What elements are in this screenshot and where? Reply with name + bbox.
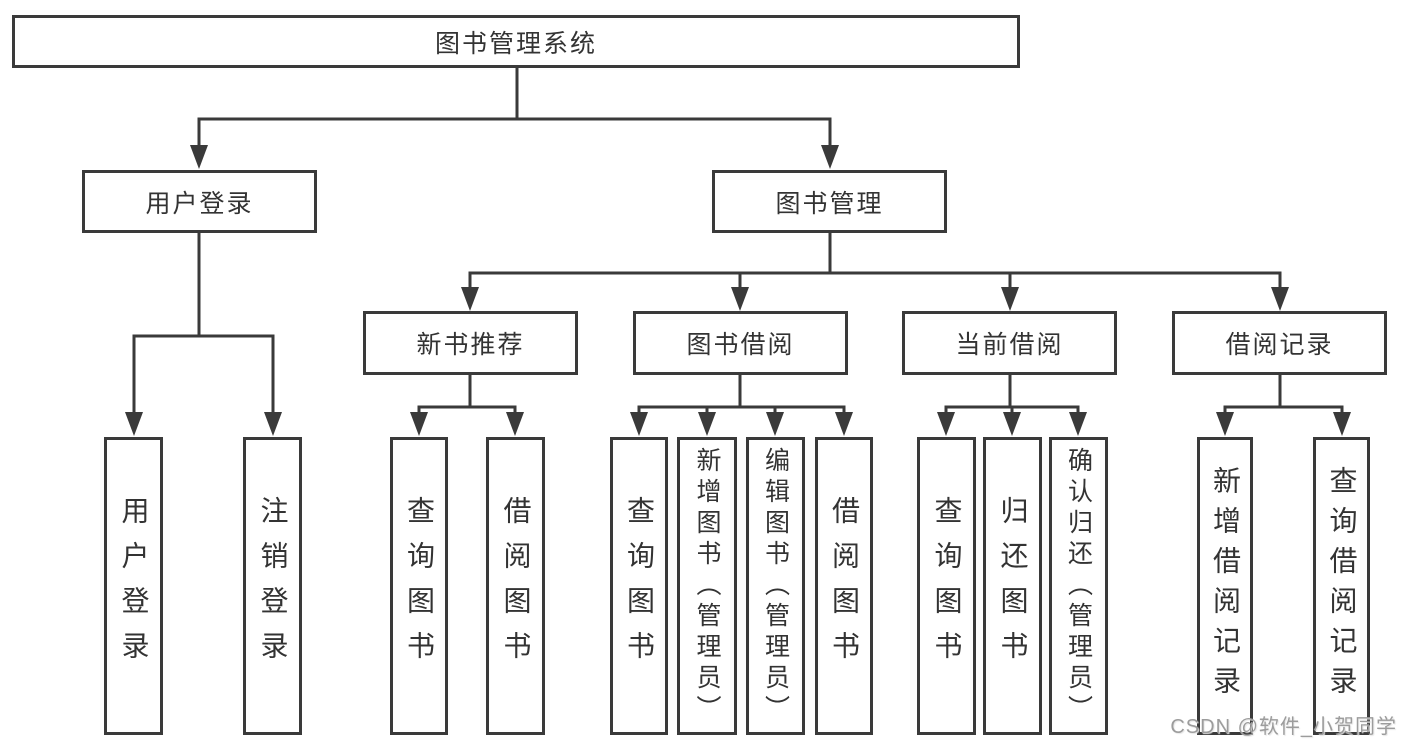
- node-borrow-records-label: 借阅记录: [1225, 331, 1334, 359]
- node-book-borrow: 图书借阅: [633, 311, 848, 375]
- leaf-logout: 注销登录: [243, 437, 302, 735]
- leaf-bb-add-books-admin-label: 新增图书（管理员）: [693, 446, 721, 726]
- leaf-br-add-record-label: 新增借阅记录: [1210, 466, 1241, 706]
- leaf-br-query-record: 查询借阅记录: [1313, 437, 1370, 735]
- leaf-bb-add-books-admin: 新增图书（管理员）: [677, 437, 737, 735]
- leaf-nb-borrow-books-label: 借阅图书: [500, 496, 532, 676]
- leaf-cb-return-books: 归还图书: [983, 437, 1042, 735]
- leaf-br-add-record: 新增借阅记录: [1197, 437, 1253, 735]
- leaf-bb-borrow-books-label: 借阅图书: [829, 496, 860, 676]
- leaf-cb-confirm-return-admin: 确认归还（管理员）: [1049, 437, 1108, 735]
- node-book-management: 图书管理: [712, 170, 947, 233]
- arrowheads: [125, 145, 1351, 436]
- leaf-user-login: 用户登录: [104, 437, 163, 735]
- leaf-nb-query-books: 查询图书: [390, 437, 448, 735]
- leaf-user-login-label: 用户登录: [118, 496, 150, 676]
- leaf-logout-label: 注销登录: [257, 496, 289, 676]
- leaf-nb-query-books-label: 查询图书: [404, 496, 435, 676]
- node-root-label: 图书管理系统: [434, 29, 597, 58]
- node-root: 图书管理系统: [12, 15, 1020, 68]
- leaf-bb-query-books: 查询图书: [610, 437, 668, 735]
- node-user-login: 用户登录: [82, 170, 317, 233]
- node-borrow-records: 借阅记录: [1172, 311, 1387, 375]
- node-current-borrow-label: 当前借阅: [955, 331, 1064, 359]
- leaf-bb-edit-books-admin-label: 编辑图书（管理员）: [761, 446, 790, 726]
- node-user-login-label: 用户登录: [145, 189, 254, 218]
- node-current-borrow: 当前借阅: [902, 311, 1117, 375]
- node-book-management-label: 图书管理: [775, 189, 884, 218]
- csdn-watermark: CSDN @软件_小贺同学: [1170, 716, 1397, 738]
- leaf-cb-return-books-label: 归还图书: [997, 496, 1029, 676]
- tree-edges: [132, 67, 1344, 414]
- leaf-nb-borrow-books: 借阅图书: [486, 437, 545, 735]
- leaf-cb-query-books-label: 查询图书: [931, 496, 963, 676]
- leaf-bb-edit-books-admin: 编辑图书（管理员）: [746, 437, 805, 735]
- leaf-bb-borrow-books: 借阅图书: [815, 437, 873, 735]
- leaf-cb-confirm-return-admin-label: 确认归还（管理员）: [1064, 446, 1093, 726]
- node-book-borrow-label: 图书借阅: [686, 331, 795, 359]
- node-new-book-recommend: 新书推荐: [363, 311, 578, 375]
- leaf-br-query-record-label: 查询借阅记录: [1326, 466, 1358, 706]
- leaf-bb-query-books-label: 查询图书: [624, 496, 655, 676]
- leaf-cb-query-books: 查询图书: [917, 437, 976, 735]
- node-new-book-recommend-label: 新书推荐: [416, 331, 525, 359]
